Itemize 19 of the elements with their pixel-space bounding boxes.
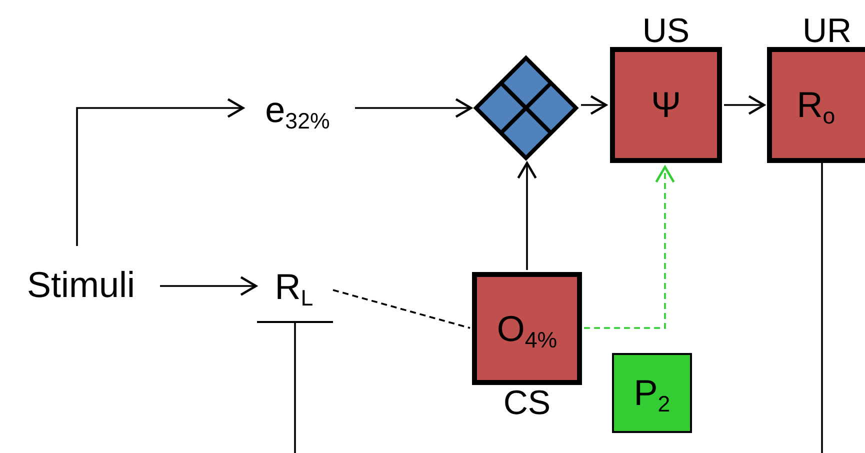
dashed-connector	[584, 166, 675, 329]
stimulus-tag: UR	[802, 14, 852, 48]
process-box	[612, 353, 692, 433]
box-label: R$_{o}$	[796, 87, 836, 123]
arrow	[517, 162, 537, 270]
arrow	[355, 98, 472, 118]
node-label: Stimuli	[26, 267, 136, 303]
stimulus-tag: CS	[503, 386, 551, 420]
node-label: e$_{32%}$	[265, 92, 330, 128]
dashed-connector	[332, 289, 470, 329]
arrow	[76, 98, 244, 246]
box-label: Ψ	[650, 87, 682, 123]
box-label: P$_{2}$	[634, 375, 670, 411]
arrow	[724, 95, 766, 115]
box-label: O$_{4%}$	[496, 310, 558, 346]
stimulus-tag: US	[642, 14, 690, 48]
arrow	[160, 276, 258, 296]
node-label: R$_{L}$	[274, 269, 314, 305]
arrow	[581, 95, 608, 115]
